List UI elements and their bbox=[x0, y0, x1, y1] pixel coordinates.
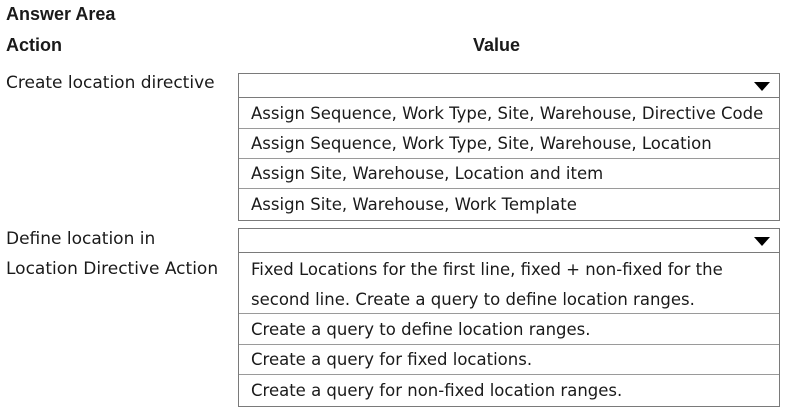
option-assign-site-warehouse-work-template[interactable]: Assign Site, Warehouse, Work Template bbox=[251, 195, 577, 214]
action-label-define-location-line2: Location Directive Action bbox=[6, 259, 219, 279]
option-fixed-locations-multi-line[interactable]: Fixed Locations for the first line, fixe… bbox=[239, 253, 779, 314]
option-fixed-locations-line2: second line. Create a query to define lo… bbox=[251, 290, 695, 309]
option-assign-sequence-location[interactable]: Assign Sequence, Work Type, Site, Wareho… bbox=[239, 129, 779, 159]
option-query-location-ranges[interactable]: Create a query to define location ranges… bbox=[239, 314, 779, 345]
value-column-header: Value bbox=[473, 35, 521, 55]
options-list-define-location: Fixed Locations for the first line, fixe… bbox=[238, 253, 780, 407]
option-assign-sequence-directive-code[interactable]: Assign Sequence, Work Type, Site, Wareho… bbox=[239, 98, 779, 129]
option-fixed-locations-line1: Fixed Locations for the first line, fixe… bbox=[251, 260, 723, 279]
option-assign-site-warehouse-location-item[interactable]: Assign Site, Warehouse, Location and ite… bbox=[239, 159, 779, 189]
chevron-down-icon[interactable] bbox=[754, 81, 770, 91]
action-column-header: Action bbox=[6, 35, 62, 55]
dropdown-create-location-directive[interactable] bbox=[238, 73, 780, 98]
option-query-fixed-locations[interactable]: Create a query for fixed locations. bbox=[239, 345, 779, 375]
action-label-define-location-line1: Define location in bbox=[6, 229, 156, 249]
answer-area-title: Answer Area bbox=[6, 4, 116, 24]
options-list-create-location-directive: Assign Sequence, Work Type, Site, Wareho… bbox=[238, 98, 780, 221]
action-label-create-location-directive: Create location directive bbox=[6, 73, 215, 93]
dropdown-define-location[interactable] bbox=[238, 228, 780, 253]
option-query-non-fixed-location-ranges[interactable]: Create a query for non-fixed location ra… bbox=[251, 381, 623, 400]
chevron-down-icon[interactable] bbox=[754, 236, 770, 246]
